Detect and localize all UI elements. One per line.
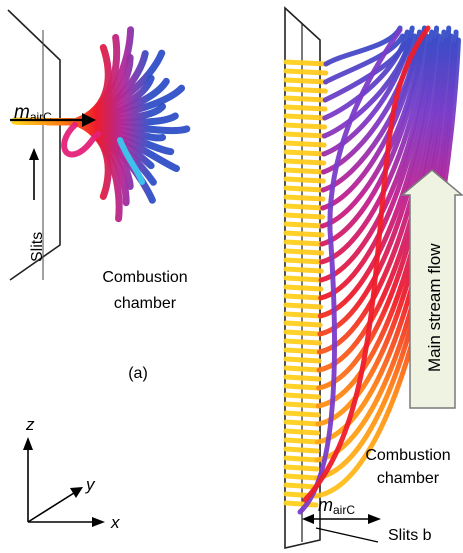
panel-b-slit-jet bbox=[283, 131, 327, 139]
y-axis-label: y bbox=[85, 475, 96, 494]
panel-b-slit-jet bbox=[283, 221, 325, 229]
panel-b-streamlines bbox=[283, 25, 462, 515]
panel-b-slit-jet bbox=[283, 239, 325, 247]
panel-b-slit-jet bbox=[283, 347, 322, 355]
panel-a-streamline bbox=[117, 137, 145, 185]
panel-b-massflow-arrowhead bbox=[368, 514, 381, 524]
main-stream-flow-label: Main stream flow bbox=[425, 243, 444, 372]
panel-b-slit-jet bbox=[283, 329, 323, 337]
panel-b-slit-jet bbox=[283, 104, 328, 112]
panel-b-streamline bbox=[315, 25, 452, 427]
panel-a-massflow-arrowhead bbox=[82, 113, 96, 127]
panel-b-slit-jet bbox=[283, 176, 326, 184]
panel-a-streamlines bbox=[11, 26, 191, 223]
panel-b-slits-label: Slits b bbox=[388, 527, 432, 544]
panel-b-slit-jet bbox=[283, 266, 324, 274]
panel-b-slit-jet bbox=[283, 482, 319, 490]
panel-b-slit-jet bbox=[283, 248, 325, 256]
panel-b-streamline bbox=[316, 33, 442, 355]
panel-b-slit-jet bbox=[283, 257, 325, 265]
panel-b-massflow-tail bbox=[302, 514, 314, 524]
panel-b-slit-jet bbox=[283, 401, 321, 409]
panel-b-slit-jet bbox=[283, 320, 323, 328]
panel-b-slit-jet bbox=[283, 95, 328, 103]
panel-b-slit-jet bbox=[283, 77, 329, 85]
panel-b-slit-jet bbox=[283, 194, 326, 202]
z-axis-label: z bbox=[25, 415, 35, 434]
panel-b-slit-jet bbox=[283, 293, 324, 301]
panel-b-streamline bbox=[317, 25, 440, 337]
panel-b-slit-jet bbox=[283, 437, 320, 445]
panel-b-slit-jet bbox=[283, 419, 321, 427]
panel-b-slit-jet bbox=[283, 464, 320, 472]
x-axis-label: x bbox=[110, 513, 120, 532]
panel-b-slit-jet bbox=[283, 68, 329, 76]
x-axis-arrowhead bbox=[92, 517, 105, 527]
panel-a-massflow-label: mairC bbox=[14, 102, 52, 124]
panel-b-slit-jet bbox=[283, 86, 328, 94]
panel-b-slit-jet bbox=[283, 446, 320, 454]
panel-b-streamline bbox=[316, 29, 447, 391]
y-axis bbox=[27, 492, 75, 523]
panel-b-streamline bbox=[318, 29, 435, 301]
panel-a-streamline bbox=[61, 122, 101, 158]
panel-b-chamber-label-2: chamber bbox=[377, 470, 440, 487]
panel-b-slit-jet bbox=[283, 365, 322, 373]
panel-b-slit-jet bbox=[283, 383, 322, 391]
panel-a-slits-label: Slits bbox=[29, 232, 46, 262]
y-axis-arrowhead bbox=[70, 487, 83, 498]
panel-a-wall bbox=[7, 9, 61, 281]
panel-a-chamber-label-2: chamber bbox=[114, 295, 177, 312]
panel-b-slit-jet bbox=[283, 122, 328, 130]
panel-b-streamline bbox=[321, 25, 415, 157]
panel-b-slit-jet bbox=[283, 338, 323, 346]
panel-b: Main stream flow Combustion chamber mair… bbox=[283, 6, 463, 550]
panel-b-slit-jet bbox=[283, 59, 329, 67]
panel-b-chamber-label-1: Combustion bbox=[365, 447, 450, 464]
panel-b-slit-jet bbox=[283, 284, 324, 292]
panel-b-slit-jet bbox=[283, 410, 321, 418]
panel-b-slit-jet bbox=[283, 113, 328, 121]
panel-b-slit-jet bbox=[283, 185, 326, 193]
coordinate-axes: z y x bbox=[23, 415, 120, 532]
panel-b-streamline bbox=[320, 29, 423, 211]
panel-b-slit-jet bbox=[283, 167, 327, 175]
panel-b-slit-jet bbox=[283, 302, 324, 310]
panel-b-slit-jet bbox=[283, 473, 320, 481]
panel-b-slits-pointer bbox=[315, 527, 379, 543]
panel-b-slit-jet bbox=[283, 374, 322, 382]
panel-a-chamber-label-1: Combustion bbox=[102, 269, 187, 286]
panel-b-slit-jet bbox=[283, 140, 327, 148]
z-axis-arrowhead bbox=[23, 437, 33, 450]
panel-b-slit-jet bbox=[283, 149, 327, 157]
panel-b-massflow-label: mairC bbox=[318, 495, 355, 517]
panel-a: mairC Slits Combustion chamber (a) bbox=[7, 9, 191, 382]
panel-b-slit-jet bbox=[283, 356, 322, 364]
panel-b-slit-jet bbox=[283, 428, 321, 436]
panel-b-slit-jet bbox=[283, 212, 326, 220]
panel-b-slit-jet bbox=[283, 203, 326, 211]
panel-a-streamline bbox=[11, 117, 112, 200]
panel-b-streamline bbox=[322, 29, 410, 121]
panel-b-slit-jet bbox=[283, 311, 323, 319]
panel-b-streamline bbox=[297, 27, 403, 515]
panel-b-streamline bbox=[319, 33, 430, 265]
panel-b-slit-jet bbox=[283, 158, 327, 166]
panel-b-streamline bbox=[323, 33, 405, 85]
panel-b-slit-jet bbox=[283, 455, 320, 463]
panel-b-slit-jet bbox=[283, 230, 325, 238]
panel-b-slit-jet bbox=[283, 500, 319, 508]
panel-a-slit-arrowhead bbox=[29, 148, 39, 160]
panel-a-caption: (a) bbox=[128, 365, 148, 382]
panel-b-streamline bbox=[302, 25, 431, 503]
panel-b-slit-jet bbox=[283, 275, 324, 283]
panel-b-slit-jet bbox=[283, 392, 321, 400]
main-stream-flow-arrow bbox=[399, 169, 463, 409]
